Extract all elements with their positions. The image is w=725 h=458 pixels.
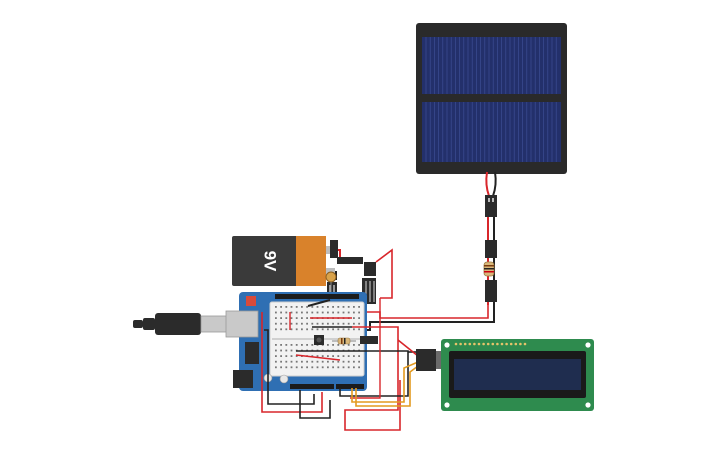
ground-loop-wire[interactable] xyxy=(264,329,315,405)
analog-header xyxy=(336,384,364,389)
potentiometer-icon[interactable] xyxy=(325,271,337,292)
lcd-screen xyxy=(454,359,581,390)
lcd-ground-wire[interactable] xyxy=(339,350,409,397)
regulator xyxy=(245,342,259,364)
digital-header xyxy=(275,294,359,299)
wire-junction-lower xyxy=(485,280,497,302)
board-wire-a[interactable] xyxy=(299,390,331,419)
solar-panel-lower-cells xyxy=(422,102,561,162)
power-loop-wire[interactable] xyxy=(261,312,323,413)
reset-button[interactable] xyxy=(246,296,256,306)
resistor-icon[interactable] xyxy=(483,261,495,277)
sensor-signal-wire[interactable] xyxy=(350,298,381,399)
power-jack xyxy=(233,370,253,388)
battery-snap xyxy=(330,240,338,258)
lcd-display[interactable] xyxy=(441,339,594,411)
battery-9v[interactable]: 9V xyxy=(232,236,335,286)
solar-panel[interactable] xyxy=(416,23,567,174)
lcd-pin-row xyxy=(454,342,527,346)
power-header xyxy=(290,384,334,389)
sensor-power-wire[interactable] xyxy=(375,248,393,299)
jumper-connector xyxy=(360,336,378,344)
solar-cell-lines xyxy=(425,37,557,162)
battery-cap xyxy=(296,236,326,286)
usb-cable-icon[interactable] xyxy=(133,313,228,335)
battery-label: 9V xyxy=(261,251,280,272)
sensor-module[interactable] xyxy=(364,262,376,276)
bb-wire-1[interactable] xyxy=(307,299,331,307)
usb-port xyxy=(225,310,259,338)
solar-red-lead xyxy=(485,171,490,197)
bb-wire-5[interactable] xyxy=(295,354,341,361)
solar-connector[interactable] xyxy=(485,195,497,217)
solar-panel-upper-cells xyxy=(422,37,561,94)
header-connector-top xyxy=(337,257,363,264)
solar-black-lead xyxy=(492,171,497,197)
lcd-power-wire[interactable] xyxy=(344,326,401,431)
pushbutton[interactable] xyxy=(314,335,324,345)
lcd-sda-wire[interactable] xyxy=(351,361,419,403)
lcd-i2c-connector[interactable] xyxy=(416,349,436,371)
lcd-scl-wire[interactable] xyxy=(355,365,419,407)
resistor-icon[interactable] xyxy=(332,337,356,345)
wire-junction-upper xyxy=(485,240,497,258)
